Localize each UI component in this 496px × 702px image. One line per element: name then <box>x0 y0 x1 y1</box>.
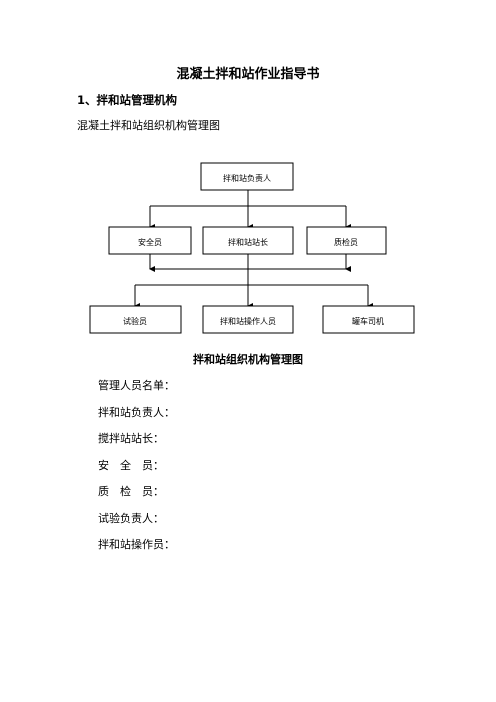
org-node-station-manager: 拌和站站长 <box>202 226 294 255</box>
org-chart-connectors <box>134 190 373 309</box>
field-safety-officer: 安 全 员： <box>98 459 164 472</box>
org-node-top: 拌和站负责人 <box>200 162 294 191</box>
chart-caption: 拌和站组织机构管理图 <box>193 353 303 366</box>
org-node-tester-label: 试验员 <box>123 316 147 326</box>
chart-subtitle: 混凝土拌和站组织机构管理图 <box>77 119 220 132</box>
org-node-drivers: 罐车司机 <box>322 305 415 334</box>
org-node-safety-label: 安全员 <box>138 237 162 247</box>
field-staff-list: 管理人员名单： <box>98 379 175 392</box>
field-operator: 拌和站操作员： <box>98 538 175 551</box>
org-node-operators-label: 拌和站操作人员 <box>220 316 276 326</box>
org-node-quality-label: 质检员 <box>334 237 358 247</box>
field-test-lead: 试验负责人： <box>98 512 164 525</box>
org-node-tester: 试验员 <box>89 305 182 334</box>
org-node-operators: 拌和站操作人员 <box>202 305 294 334</box>
org-node-drivers-label: 罐车司机 <box>352 316 384 326</box>
org-node-station-manager-label: 拌和站站长 <box>228 237 268 247</box>
document-title: 混凝土拌和站作业指导书 <box>176 67 320 82</box>
org-node-quality: 质检员 <box>306 226 387 255</box>
field-station-head: 拌和站负责人： <box>98 406 175 419</box>
field-station-manager: 搅拌站站长： <box>98 432 164 445</box>
org-node-safety: 安全员 <box>108 226 192 255</box>
org-node-top-label: 拌和站负责人 <box>223 173 271 183</box>
field-quality-inspector: 质 检 员： <box>98 485 164 498</box>
section-heading: 1、拌和站管理机构 <box>77 93 178 107</box>
